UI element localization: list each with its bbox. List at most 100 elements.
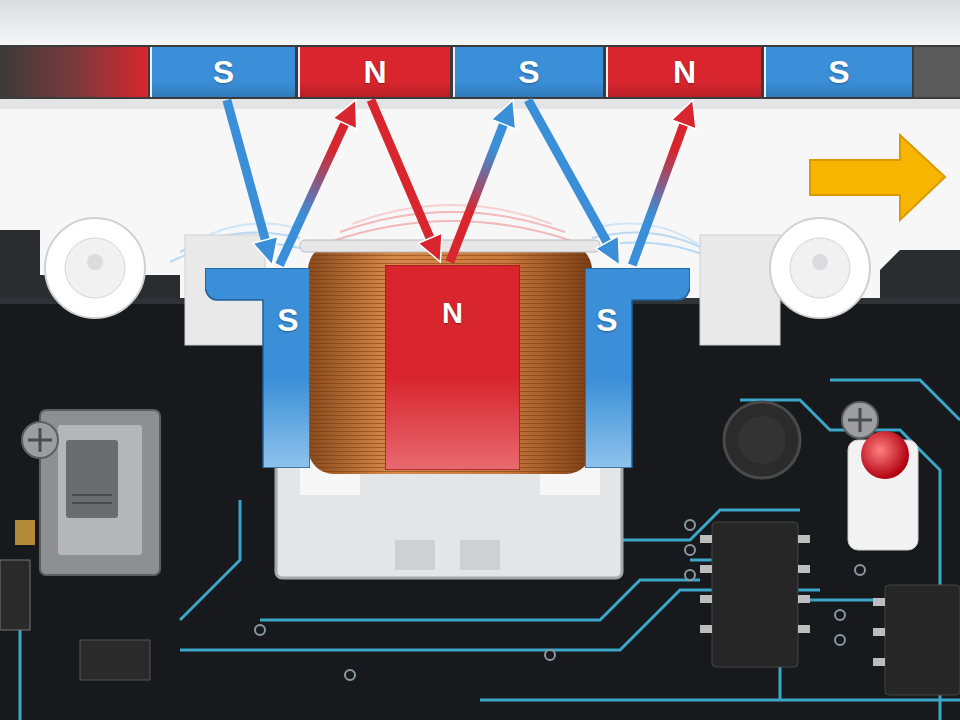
pole-outline (205, 268, 310, 468)
arrow-head (333, 100, 357, 129)
magnet-pole-south: S (764, 47, 912, 97)
top-rail (0, 0, 960, 109)
rollers-circle (790, 238, 850, 298)
magnet-pole-north: N (606, 47, 761, 97)
direction-arrow-polygon (810, 135, 945, 220)
ic-chips-g-rect (798, 595, 810, 603)
pole-outline (385, 265, 520, 470)
inductor (724, 402, 800, 478)
top-rail-rect (0, 45, 960, 99)
slide-switch-rect (66, 440, 118, 518)
pole-label: S (213, 56, 234, 88)
rollers-circle (87, 254, 103, 270)
rollers-circle (65, 238, 125, 298)
pole-label: N (673, 56, 696, 88)
field-lines-path (340, 212, 565, 232)
screws-path (848, 408, 872, 432)
rollers-rect (700, 235, 780, 345)
pole-label: S (828, 56, 849, 88)
ic-chips-rect (885, 585, 960, 695)
slide-switch-line (72, 502, 112, 504)
top-rail-rect (0, 99, 960, 109)
flux-arrow (371, 100, 432, 242)
smd-parts-rect (80, 640, 150, 680)
ic-chips-g-rect (700, 625, 712, 633)
flux-arrow (528, 100, 609, 246)
vias-circle (685, 570, 695, 580)
ic-chips-g-rect (700, 565, 712, 573)
screws-circle (842, 402, 878, 438)
ic-chips-g (873, 598, 885, 666)
pcb-traces-polyline (480, 699, 960, 702)
slide-switch-rect (58, 425, 142, 555)
arrow-head (672, 100, 696, 129)
screws-circle (22, 422, 58, 458)
vias-circle (345, 670, 355, 680)
pole-shape (385, 265, 520, 470)
arrow-head (596, 236, 620, 265)
pole-label: N (385, 299, 520, 328)
pole-shape (205, 268, 310, 468)
led (848, 431, 918, 550)
ic-chips (700, 522, 960, 695)
smd-parts-rect (15, 520, 35, 545)
ic-chips-g-rect (700, 595, 712, 603)
pole-shape (585, 268, 690, 468)
coil-bobbin-rect (395, 540, 435, 570)
vias-circle (545, 650, 555, 660)
coil-bobbin (276, 240, 622, 578)
ic-chips-g (700, 535, 810, 633)
slide-switch-line (72, 494, 112, 496)
pcb-traces-polyline (180, 500, 240, 620)
top-rail-rect (0, 47, 148, 97)
coil-bobbin-rect (308, 244, 592, 474)
smd-parts (0, 520, 150, 680)
rollers-circle (812, 254, 828, 270)
inductor-circle (738, 416, 786, 464)
ic-chips-g-rect (700, 535, 712, 543)
ic-chips-g-rect (798, 565, 810, 573)
pcb-traces-polyline (260, 580, 700, 620)
pole-label: S (267, 304, 309, 336)
flux-arrow (280, 120, 347, 265)
flux-arrow (227, 100, 267, 244)
smd-parts-rect (0, 560, 30, 630)
magnet-pole-south: S (150, 47, 295, 97)
top-rail-rect (914, 47, 960, 97)
vias-circle (855, 565, 865, 575)
rollers-circle (770, 218, 870, 318)
pole-piece: S (205, 268, 310, 468)
ic-chips-g-rect (798, 535, 810, 543)
ic-chips-g-rect (873, 598, 885, 606)
magnet-pole-south: S (453, 47, 603, 97)
pole-label: S (586, 304, 628, 336)
ic-chips-g-rect (798, 625, 810, 633)
inductor-circle (724, 402, 800, 478)
vias-circle (685, 545, 695, 555)
coil-core: N (385, 265, 520, 470)
arrow-head (491, 100, 515, 129)
ic-chips-rect (712, 522, 798, 667)
coil-bobbin-rect (300, 240, 600, 252)
pole-outline (585, 268, 690, 468)
housing-path (880, 250, 960, 300)
coil-bobbin-rect (308, 244, 592, 474)
field-lines-path (352, 205, 552, 224)
coil-bobbin-rect (460, 540, 500, 570)
vias-circle (835, 635, 845, 645)
field-lines-path (592, 232, 710, 252)
flux-arrow (450, 120, 505, 262)
ic-chips-g-rect (873, 628, 885, 636)
pole-label: N (363, 56, 386, 88)
vias-circle (685, 520, 695, 530)
screws-path (28, 428, 52, 452)
magnet-pole-north: N (298, 47, 450, 97)
pole-label: S (518, 56, 539, 88)
vias-circle (255, 625, 265, 635)
led-circle (861, 431, 909, 479)
arrow-head (253, 236, 278, 265)
pole-piece: S (585, 268, 690, 468)
arrow-head (418, 233, 442, 262)
top-rail-rect (0, 0, 960, 46)
